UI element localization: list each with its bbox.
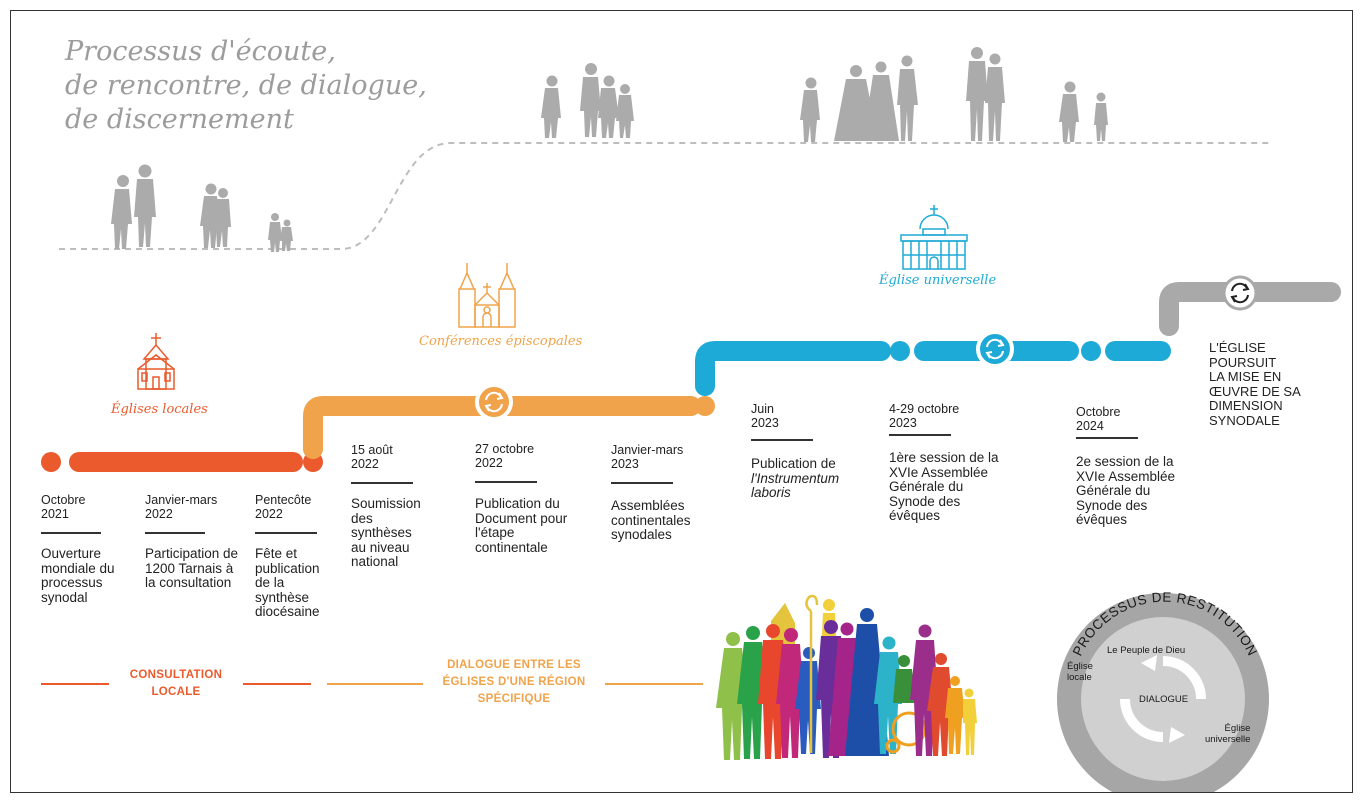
cycle-arrow-icon xyxy=(1169,727,1185,743)
timeline-universal-segment xyxy=(695,341,1171,396)
silhouette-group-left xyxy=(111,164,293,252)
cycle-icon xyxy=(1222,275,1258,311)
milestone-description: 1ère session de la XVIe Assemblée Généra… xyxy=(889,450,999,523)
milestone-rule xyxy=(41,532,101,534)
cycle-arrow-icon xyxy=(1141,655,1157,671)
cathedral-icon xyxy=(458,263,516,328)
cycle-icon xyxy=(976,330,1014,368)
level-label-universal: Église universelle xyxy=(879,273,997,288)
walking-people-silhouettes xyxy=(111,47,1108,252)
milestone-rule xyxy=(611,482,673,484)
milestone-rule xyxy=(751,439,813,441)
basilica-icon xyxy=(900,205,968,270)
milestone-rule xyxy=(351,482,413,484)
title-line-1: Processus d'écoute, xyxy=(65,36,336,67)
milestone-description: 2e session de la XVIe Assemblée Générale… xyxy=(1076,454,1176,527)
milestone-rule xyxy=(1076,437,1138,439)
title-line-2: de rencontre, de dialogue, xyxy=(65,70,427,101)
milestone-rule xyxy=(889,434,951,436)
timeline-episcopal-segment xyxy=(303,396,715,459)
milestone-description: Participation de 1200 Tarnais à la consu… xyxy=(145,546,239,590)
cycle-icon xyxy=(475,383,513,421)
label-universal-church: Église universelle xyxy=(1205,723,1251,745)
silhouette-group-right xyxy=(800,47,1108,142)
continuation-text: L'ÉGLISE POURSUIT LA MISE EN ŒUVRE DE SA… xyxy=(1209,340,1301,428)
timeline-local-segment xyxy=(41,452,323,472)
milestone-rule xyxy=(255,532,317,534)
timeline-graphics xyxy=(41,47,1341,792)
title-line-3: de discernement xyxy=(65,104,294,135)
infographic-frame: Processus d'écoute, de rencontre, de dia… xyxy=(10,10,1353,793)
milestone-description: Publication de l'Instrumentum laboris xyxy=(751,456,840,500)
milestone-description: Assemblées continentales synodales xyxy=(611,498,691,542)
milestone-description: Publication du Document pour l'étape con… xyxy=(475,496,568,555)
chapel-icon xyxy=(137,333,175,390)
milestone-rule xyxy=(145,532,205,534)
milestone-rule xyxy=(475,481,537,483)
label-people-of-god: Le Peuple de Dieu xyxy=(1107,645,1186,656)
timeline-continuing-segment xyxy=(1159,282,1341,336)
milestone-description: Fête et publication de la synthèse diocé… xyxy=(255,546,320,619)
restitution-diagram xyxy=(1057,593,1269,792)
level-label-episcopal: Conférences épiscopales xyxy=(419,334,583,349)
milestone-description: Soumission des synthèses au niveau natio… xyxy=(351,496,421,569)
label-local-church: Église locale xyxy=(1067,661,1093,683)
colorful-people-crowd xyxy=(716,594,977,760)
phase-label-regional: DIALOGUE ENTRE LES ÉGLISES D'UNE RÉGION … xyxy=(442,659,586,705)
phase-label-local: CONSULTATION LOCALE xyxy=(129,669,223,698)
dashed-walking-path xyxy=(59,142,1273,250)
silhouette-group-middle xyxy=(541,63,634,138)
milestone-description: Ouverture mondiale du processus synodal xyxy=(41,546,115,605)
page-title: Processus d'écoute, de rencontre, de dia… xyxy=(65,35,427,137)
label-dialogue: DIALOGUE xyxy=(1139,694,1189,705)
level-label-local: Églises locales xyxy=(111,402,208,417)
